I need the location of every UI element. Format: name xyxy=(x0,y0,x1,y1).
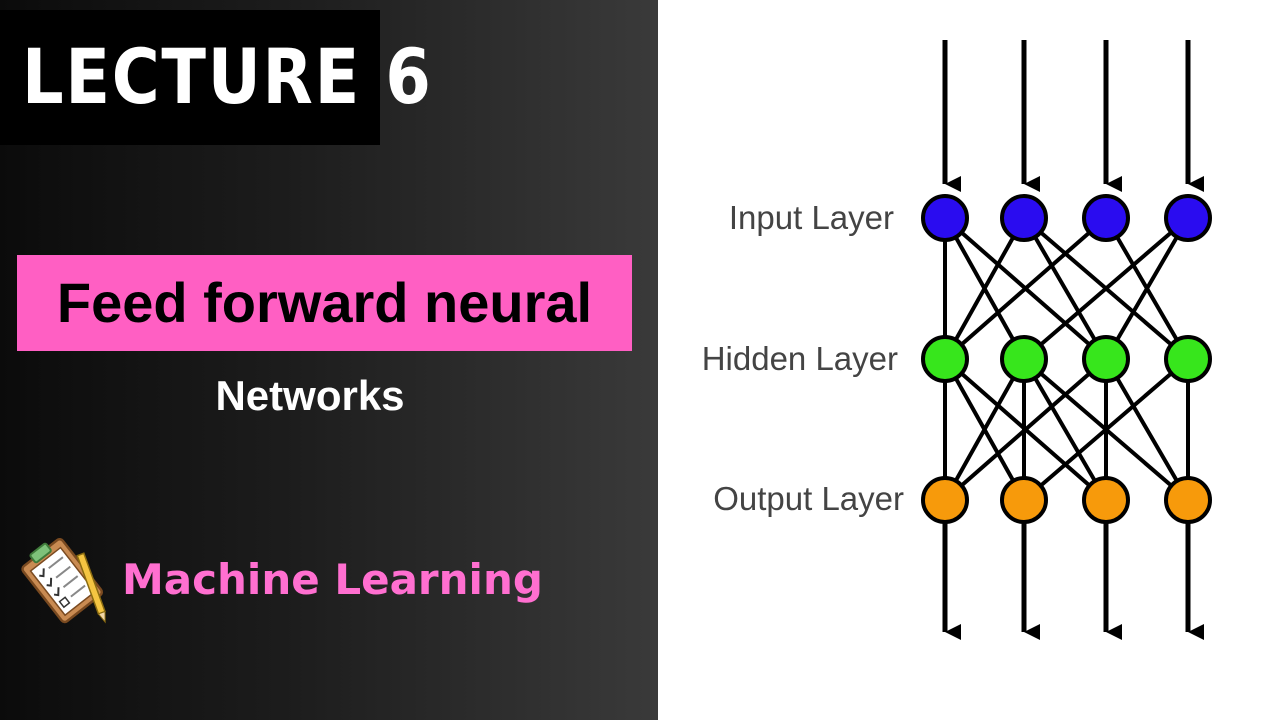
hidden-layer-label: Hidden Layer xyxy=(702,340,898,377)
output-node xyxy=(1082,476,1130,524)
neural-network-diagram: Input Layer Hidden Layer Output Layer xyxy=(702,40,1212,641)
layer-labels: Input Layer Hidden Layer Output Layer xyxy=(702,199,904,517)
connection-edge xyxy=(1022,357,1190,502)
input-layer-label: Input Layer xyxy=(729,199,894,236)
clipboard-checklist-icon xyxy=(21,537,106,624)
hidden-node xyxy=(1082,335,1130,383)
connection-edge xyxy=(943,358,1026,501)
input-arrows xyxy=(942,40,1205,193)
input-node xyxy=(1000,194,1048,242)
connection-edge xyxy=(1022,357,1108,502)
title-banner: Feed forward neural xyxy=(17,255,632,351)
input-node xyxy=(1164,194,1212,242)
connection-edge xyxy=(1022,216,1108,361)
connection-edge xyxy=(1104,216,1190,361)
subtitle: Networks xyxy=(215,372,405,419)
output-node xyxy=(1000,476,1048,524)
banner-title: Feed forward neural xyxy=(56,271,593,334)
left-panel: LECTURE 6 Feed forward neural Networks M… xyxy=(0,0,658,720)
hidden-node xyxy=(921,335,969,383)
layer-connections xyxy=(943,216,1190,502)
network-nodes xyxy=(921,194,1212,524)
course-label: Machine Learning xyxy=(122,555,543,604)
lecture-title-box: LECTURE 6 xyxy=(0,10,431,145)
output-layer-label: Output Layer xyxy=(713,480,904,517)
lecture-title: LECTURE 6 xyxy=(22,32,433,121)
connection-edge xyxy=(943,357,1108,502)
output-arrows xyxy=(942,522,1205,641)
output-node xyxy=(921,476,969,524)
input-node xyxy=(921,194,969,242)
connection-edge xyxy=(1022,216,1190,361)
input-node xyxy=(1082,194,1130,242)
connection-edge xyxy=(943,216,1108,361)
connection-edge xyxy=(1104,357,1190,502)
hidden-node xyxy=(1164,335,1212,383)
connection-edge xyxy=(943,217,1026,360)
output-node xyxy=(1164,476,1212,524)
hidden-node xyxy=(1000,335,1048,383)
